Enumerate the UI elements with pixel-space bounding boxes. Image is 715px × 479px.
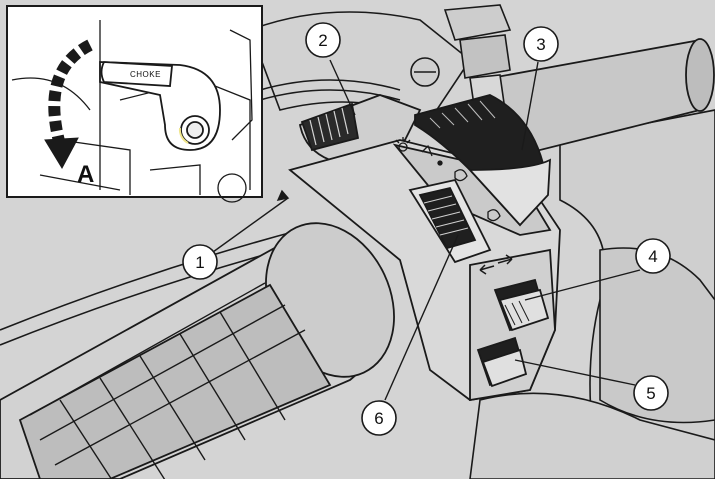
parking-light-icon xyxy=(398,142,408,152)
callout-1-number: 1 xyxy=(195,253,204,272)
callout-3-number: 3 xyxy=(536,35,545,54)
callout-3: 3 xyxy=(523,26,559,62)
callout-6: 6 xyxy=(361,400,397,436)
inset-background-lines xyxy=(11,20,253,203)
turn-signal-symbol xyxy=(479,254,513,275)
light-rotary-switch xyxy=(414,94,551,227)
callout-2-number: 2 xyxy=(318,31,327,50)
lights-off-icon xyxy=(421,144,433,157)
horn-button xyxy=(476,336,528,388)
high-beam-icon xyxy=(487,209,501,222)
callout-1: 1 xyxy=(182,244,218,280)
direction-label-a: A xyxy=(77,161,94,188)
inset-choke-lever xyxy=(99,61,221,151)
choke-inset-panel: CHOKE A xyxy=(6,5,263,203)
handlebar-grip xyxy=(0,222,395,479)
callout-2: 2 xyxy=(305,22,341,58)
dimmer-switch xyxy=(408,178,492,264)
callout-5: 5 xyxy=(633,375,669,411)
low-beam-icon xyxy=(454,169,468,182)
callout-5-number: 5 xyxy=(646,384,655,403)
choke-direction-arrow xyxy=(44,39,93,170)
choke-label: CHOKE xyxy=(130,70,161,79)
light-symbols xyxy=(395,137,501,222)
turn-signal-switch xyxy=(493,278,550,332)
callout-4: 4 xyxy=(635,238,671,274)
callout-6-number: 6 xyxy=(374,409,383,428)
callout-leaders xyxy=(212,59,641,401)
callout-4-number: 4 xyxy=(648,247,657,266)
